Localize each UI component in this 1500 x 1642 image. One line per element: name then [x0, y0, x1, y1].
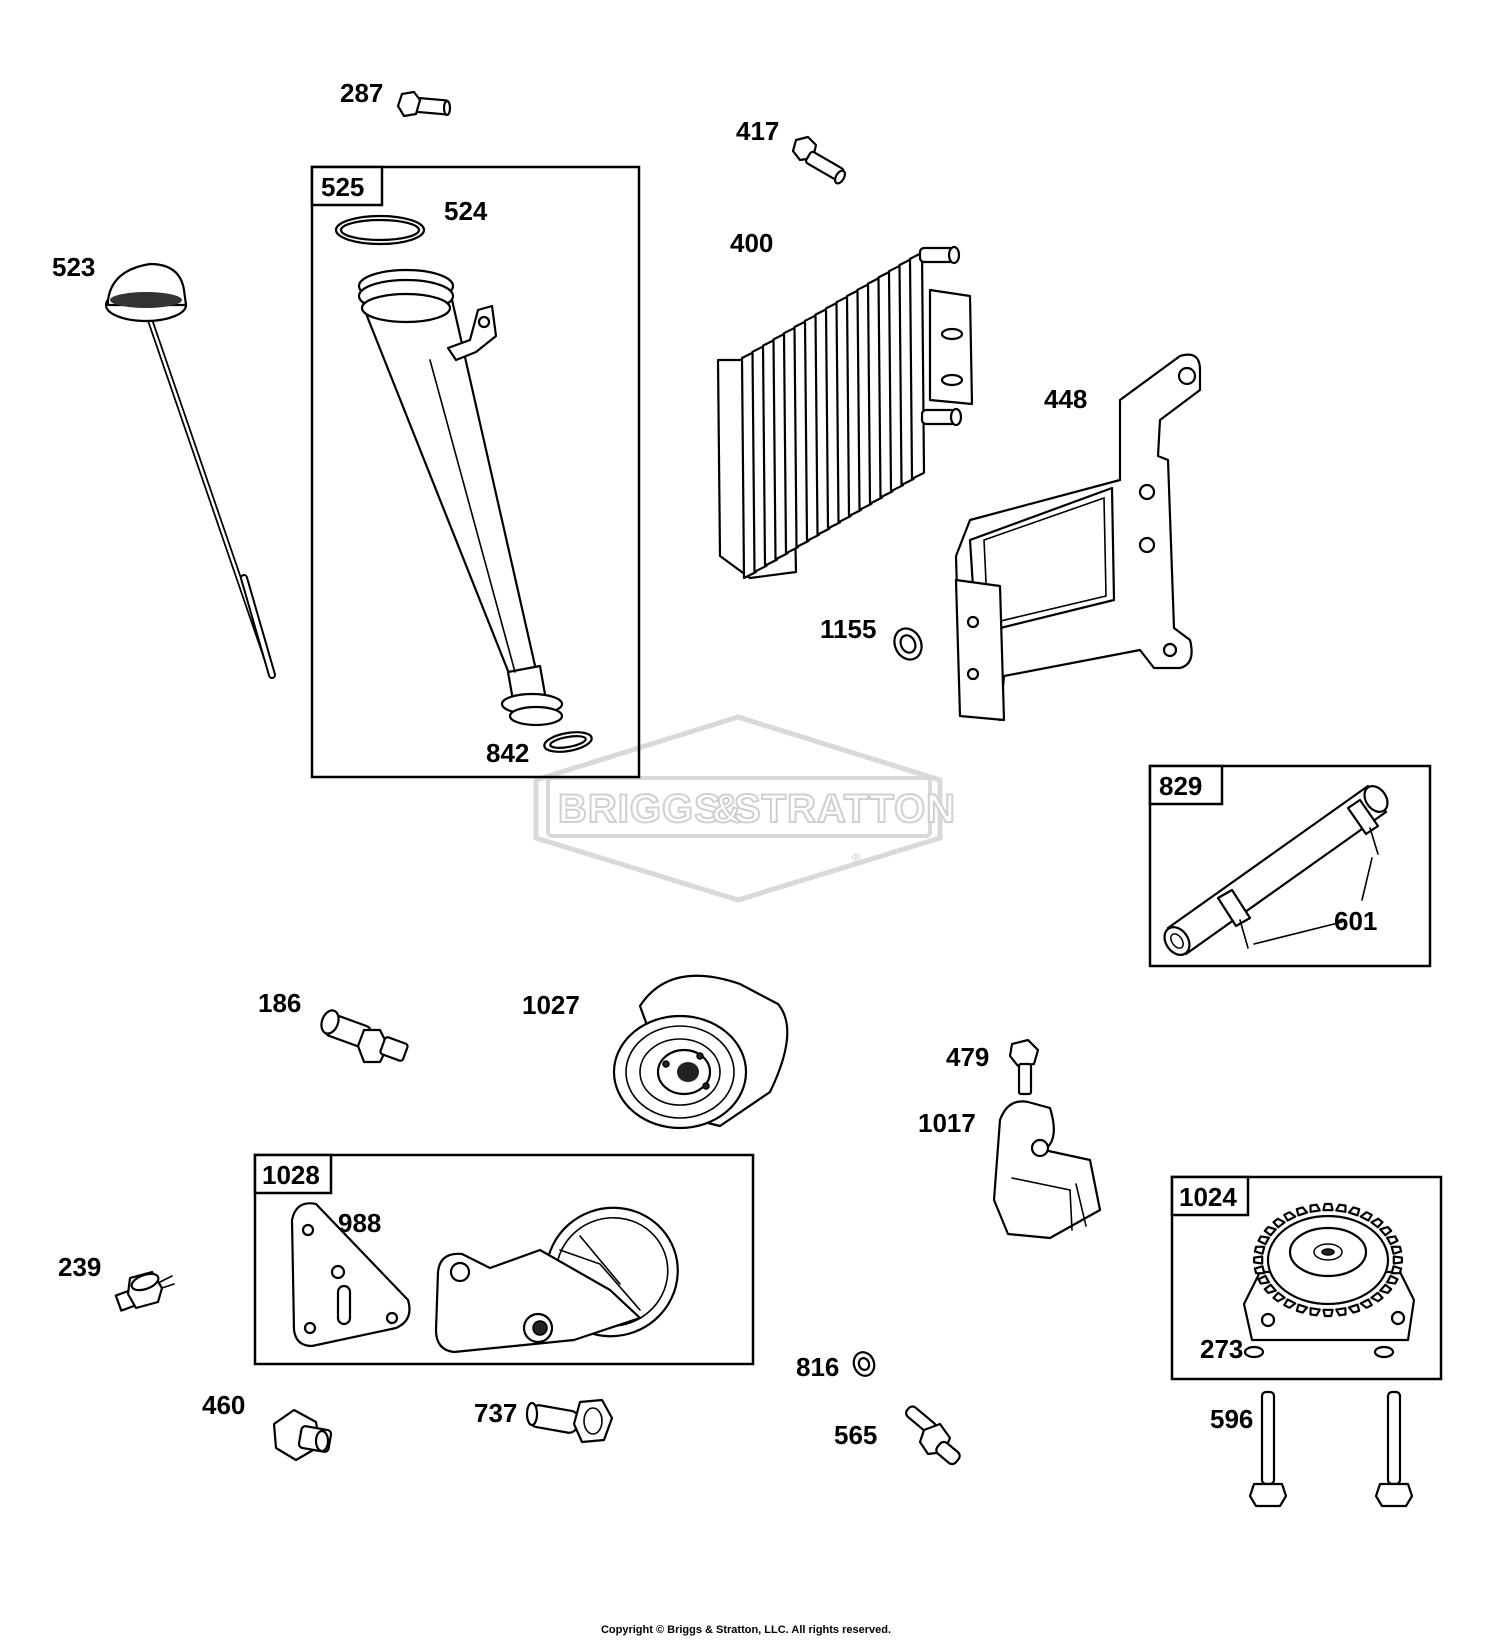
part-labels: 287 417 524 523 400 448 1155 842 601 186… [52, 78, 1377, 1450]
bolts-596-drawing [1248, 1390, 1414, 1508]
bolt-287-drawing [396, 90, 452, 118]
oil-cooler-400-drawing [716, 245, 974, 580]
kit-label-525: 525 [321, 172, 364, 202]
o-ring-524-drawing [334, 214, 426, 246]
gear-tooth [1295, 1206, 1309, 1217]
cooler-fins [740, 251, 926, 580]
dowels-273-drawing [1243, 1345, 1395, 1359]
o-ring-842-drawing [543, 731, 593, 753]
gear-tooth [1370, 1291, 1384, 1303]
gear-tooth [1347, 1303, 1361, 1314]
gasket-988-drawing [290, 1202, 411, 1348]
kit-box-1024: 1024 [1170, 1175, 1443, 1381]
part-label-737: 737 [474, 1398, 517, 1428]
part-label-1017: 1017 [918, 1108, 976, 1138]
part-label-816: 816 [796, 1352, 839, 1382]
part-label-400: 400 [730, 228, 773, 258]
gear-tooth [1257, 1235, 1271, 1246]
gear-tooth [1272, 1217, 1286, 1229]
dipstick-523-drawing [104, 262, 276, 679]
kit-label-829: 829 [1159, 771, 1202, 801]
svg-text:&: & [712, 787, 742, 831]
elbow-fitting-460-drawing [272, 1408, 333, 1462]
part-label-523: 523 [52, 252, 95, 282]
gear-tooth [1385, 1274, 1399, 1285]
part-label-287: 287 [340, 78, 383, 108]
part-label-448: 448 [1044, 384, 1087, 414]
gear-tooth [1309, 1307, 1321, 1317]
gear-tooth [1272, 1291, 1286, 1303]
gear-tooth [1390, 1265, 1403, 1275]
part-label-479: 479 [946, 1042, 989, 1072]
part-label-988: 988 [338, 1208, 381, 1238]
gear-tooth [1322, 1308, 1334, 1318]
part-label-601: 601 [1334, 906, 1377, 936]
filter-adapter-1028-drawing [434, 1206, 679, 1354]
pressure-switch-239-drawing [114, 1270, 175, 1312]
part-label-524: 524 [444, 196, 488, 226]
gear-tooth [1379, 1225, 1393, 1237]
bolt-737-drawing [525, 1398, 614, 1444]
part-label-239: 239 [58, 1252, 101, 1282]
gear-tooth [1253, 1265, 1266, 1275]
washer-1155-drawing [893, 627, 923, 661]
gear-tooth [1295, 1303, 1309, 1314]
oil-filter-1027-drawing [612, 974, 789, 1130]
part-label-1155: 1155 [820, 614, 876, 644]
kit-box-525: 525 [310, 165, 641, 779]
fitting-565-drawing [905, 1405, 961, 1466]
kit-box-1028: 1028 [253, 1153, 755, 1366]
part-label-1027: 1027 [522, 990, 580, 1020]
bolt-417-drawing [791, 135, 847, 185]
kit-label-1024: 1024 [1179, 1182, 1237, 1212]
gear-tooth [1347, 1206, 1361, 1217]
gear-tooth [1309, 1203, 1321, 1213]
gear-tooth [1392, 1255, 1404, 1265]
bolt-479-drawing [1008, 1038, 1040, 1096]
gear-tooth [1322, 1202, 1334, 1212]
part-label-460: 460 [202, 1390, 245, 1420]
gear-tooth [1283, 1211, 1297, 1222]
oil-pump-1024-drawing [1242, 1202, 1416, 1342]
gear-tooth [1335, 1307, 1347, 1317]
part-label-417: 417 [736, 116, 779, 146]
part-label-842: 842 [486, 738, 529, 768]
gear-tooth [1385, 1235, 1399, 1246]
gear-tooth [1253, 1245, 1266, 1255]
gear-tooth [1252, 1255, 1264, 1265]
pump-gear-teeth [1252, 1202, 1404, 1318]
gear-tooth [1283, 1298, 1297, 1309]
gear-tooth [1379, 1283, 1393, 1295]
gear-tooth [1370, 1217, 1384, 1229]
copyright-notice: Copyright © Briggs & Stratton, LLC. All … [601, 1624, 891, 1636]
fitting-186-drawing [320, 1009, 409, 1064]
part-label-596: 596 [1210, 1404, 1253, 1434]
brand-watermark-logo: BRIGGS & STRATTON ® [533, 714, 956, 903]
washer-816-drawing [852, 1351, 876, 1377]
gear-tooth [1359, 1298, 1373, 1309]
gear-tooth [1359, 1211, 1373, 1222]
part-label-565: 565 [834, 1420, 877, 1450]
part-label-186: 186 [258, 988, 301, 1018]
svg-text:STRATTON: STRATTON [734, 787, 956, 831]
svg-text:BRIGGS: BRIGGS [558, 787, 722, 831]
adapter-1017-drawing [992, 1100, 1102, 1240]
dipstick-tube-525-drawing [357, 268, 564, 727]
gear-tooth [1335, 1203, 1347, 1213]
bracket-448-drawing [954, 353, 1202, 722]
gear-tooth [1257, 1274, 1271, 1285]
kit-box-829: 829 [1148, 764, 1432, 968]
gear-tooth [1263, 1225, 1277, 1237]
hose-829-drawing [1163, 784, 1389, 956]
gear-tooth [1263, 1283, 1277, 1295]
part-label-273: 273 [1200, 1334, 1243, 1364]
svg-text:®: ® [852, 851, 861, 865]
kit-label-1028: 1028 [262, 1160, 320, 1190]
gear-tooth [1390, 1245, 1403, 1255]
cooler-fin [908, 251, 926, 480]
